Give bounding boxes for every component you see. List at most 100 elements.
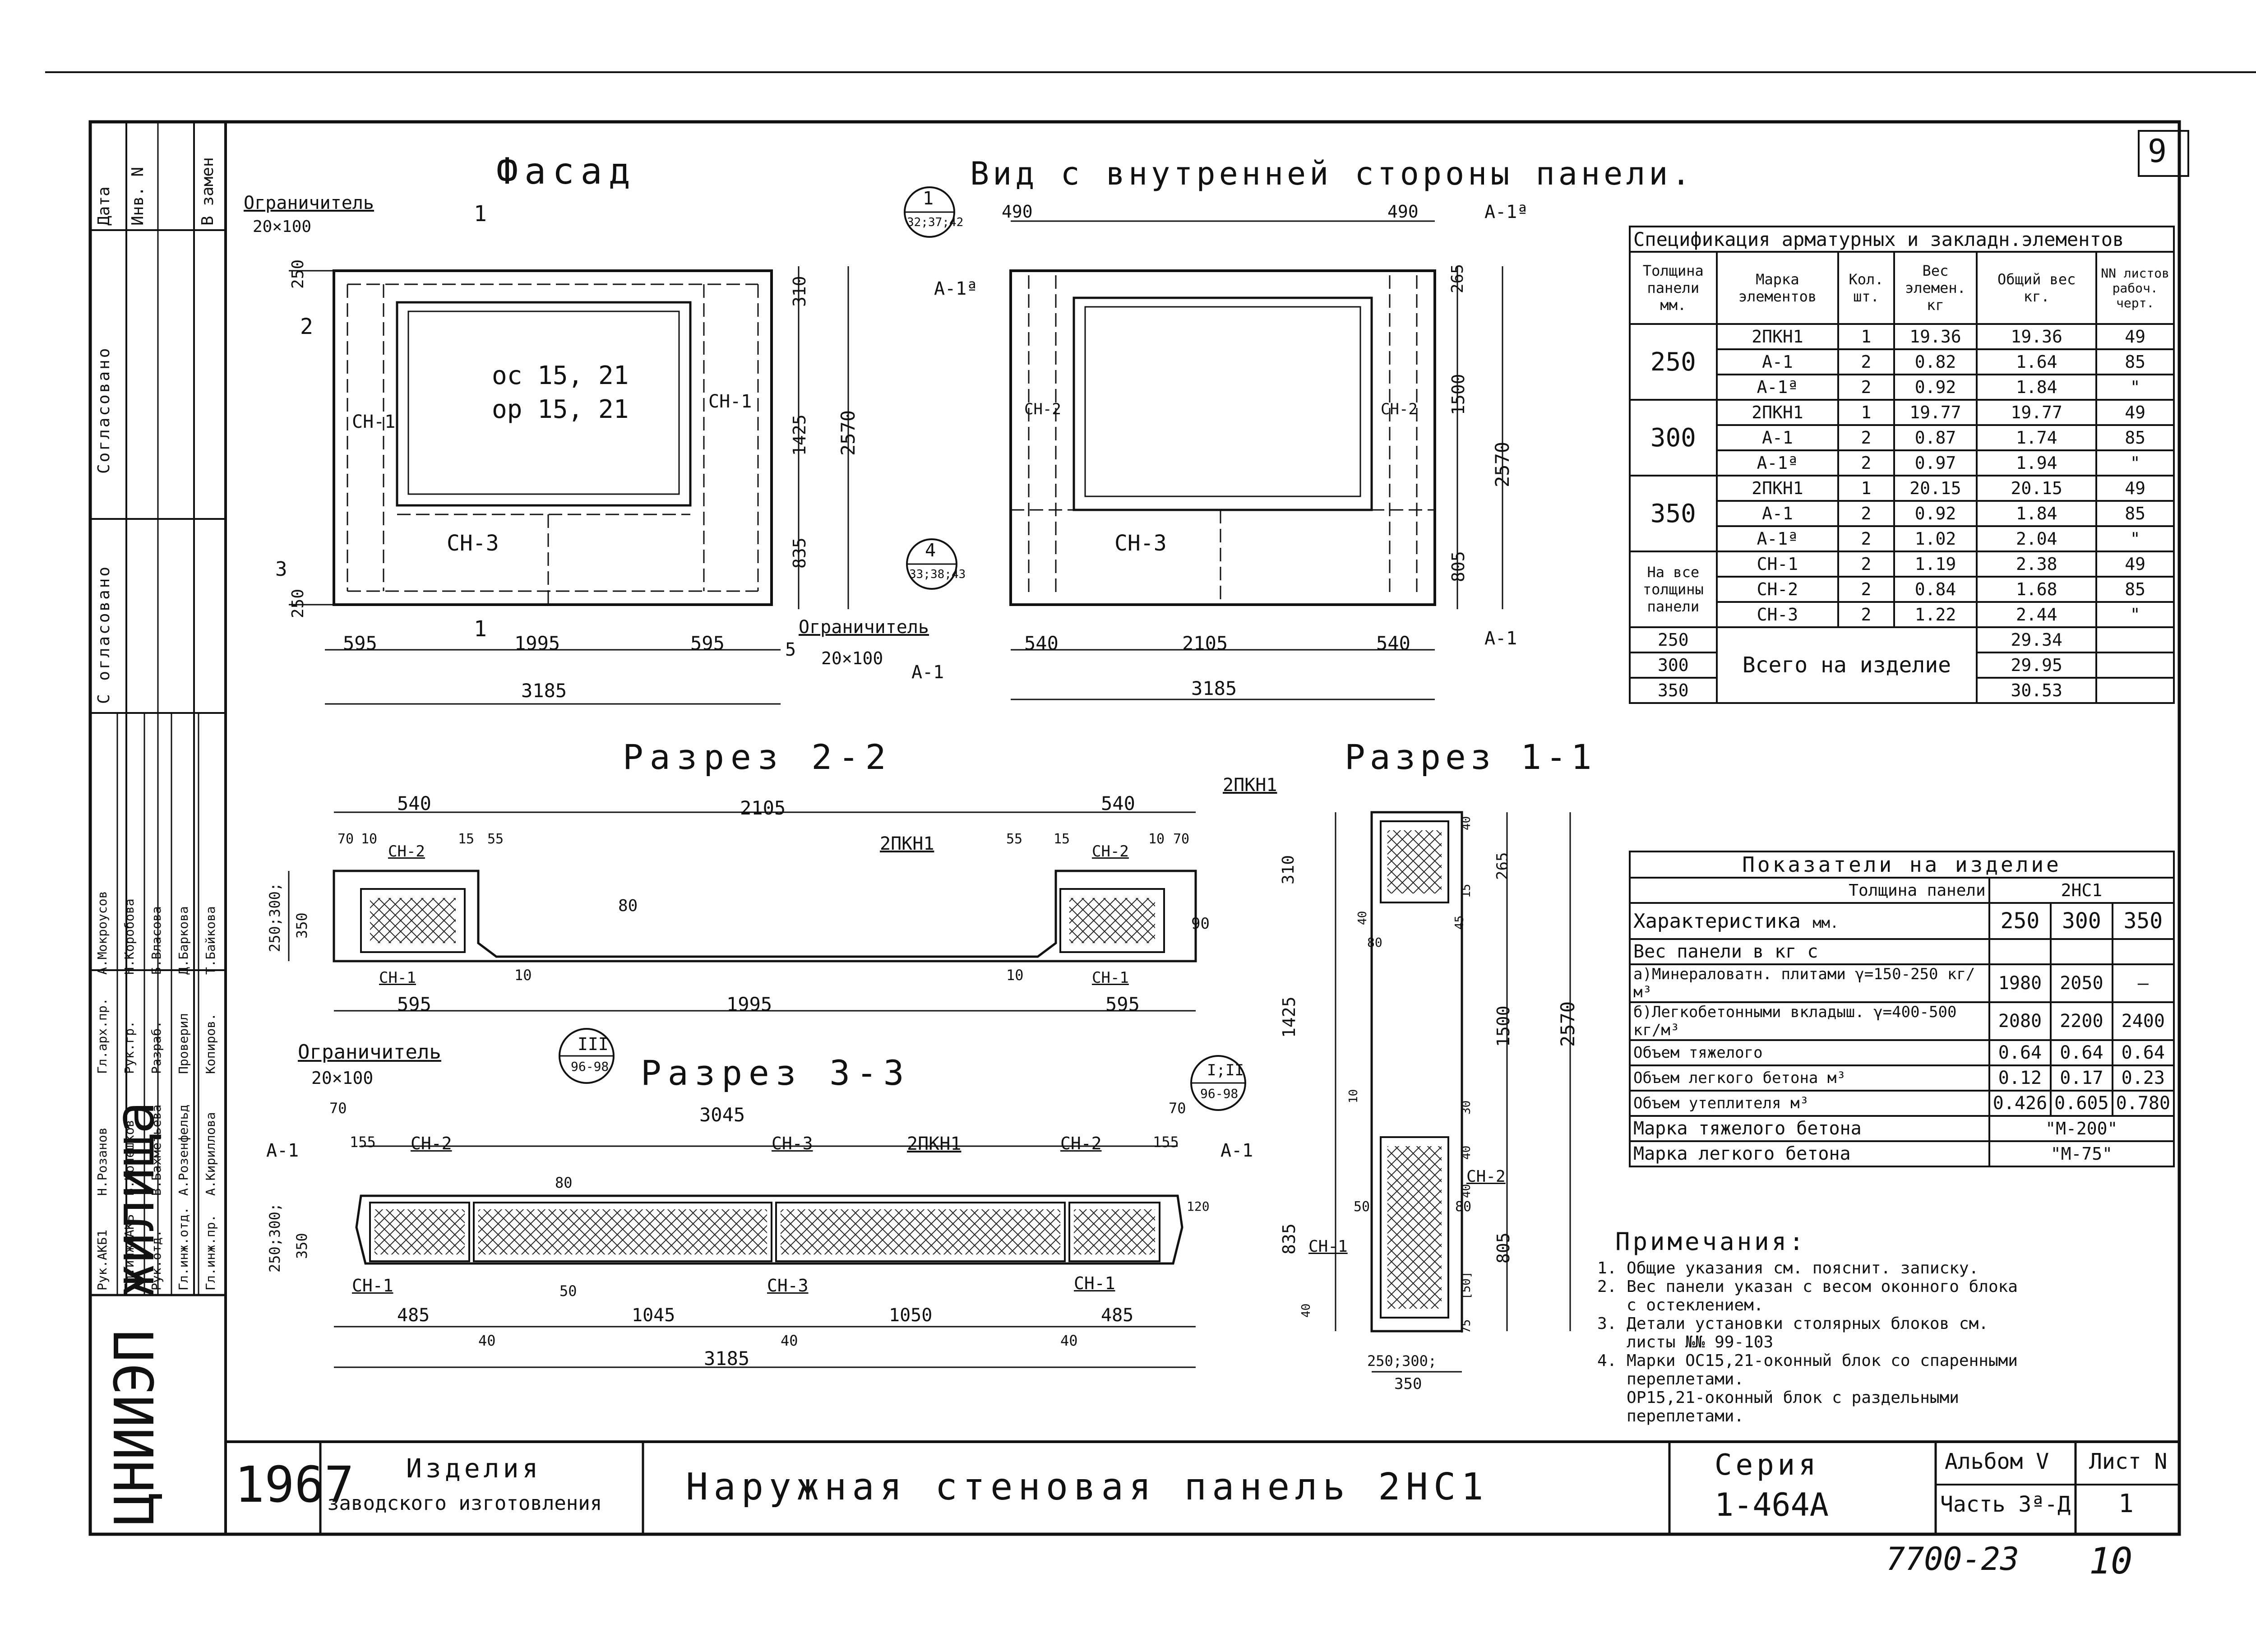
inner-dim-3: 540	[1376, 632, 1410, 654]
spec-cell: 2.04	[1976, 525, 2098, 552]
s22-small-l4: 55	[487, 831, 504, 847]
spec-cell: 19.77	[1893, 399, 1978, 426]
spec-thickness: 300	[1629, 399, 1718, 477]
spec-cell: "	[2095, 374, 2175, 401]
spec-total-label: Всего на изделие	[1715, 626, 1978, 704]
spec-thickness: 250	[1629, 323, 1718, 401]
spec-cell: A-1ª	[1715, 525, 1840, 552]
facade-cn3: CH-3	[447, 531, 499, 556]
spec-total-350: 30.53	[1976, 677, 2098, 704]
title-product-2: заводского изготовления	[327, 1492, 602, 1515]
indicator-label: б)Легкобетонными вкладыш. γ=400-500 кг/м…	[1629, 1001, 1990, 1041]
inner-dim-r3: 805	[1448, 551, 1468, 582]
spec-cell: 2.38	[1976, 551, 2098, 578]
spec-cell: 20.15	[1893, 475, 1978, 502]
facade-mark-5: 5	[785, 639, 796, 660]
sheet-corner-number: 9	[2148, 133, 2167, 170]
s11-dim-r3: 805	[1493, 1232, 1513, 1263]
facade-dim-2: 1995	[514, 632, 560, 654]
stamp-names2-entry: Т.Байкова	[203, 906, 218, 975]
spec-cell: 0.87	[1893, 424, 1978, 451]
spec-cell: 1.74	[1976, 424, 2098, 451]
facade-limiter2-size: 20×100	[821, 648, 883, 668]
note-line: с остеклением.	[1597, 1296, 1764, 1314]
spec-cell: 1.84	[1976, 374, 2098, 401]
spec-cell: 2	[1837, 601, 1895, 628]
s11-callout-bottom: 96-98	[1200, 1086, 1239, 1101]
spec-cell: CH-3	[1715, 601, 1840, 628]
s33-cn2-right: CH-2	[1060, 1134, 1102, 1153]
s22-d10a: 10	[514, 967, 532, 984]
spec-cell: "	[2095, 601, 2175, 628]
facade-dim-1: 595	[343, 632, 377, 654]
stamp-inv: Инв. N	[129, 167, 147, 226]
spec-cell: 19.36	[1976, 323, 2098, 350]
inner-view-title: Вид с внутренней стороны панели.	[970, 155, 1694, 192]
inner-dim-r4: 2570	[1491, 441, 1513, 487]
inner-dim-2: 2105	[1182, 632, 1228, 654]
s11-dim-r4: 2570	[1557, 1001, 1579, 1047]
s33-total: 3185	[704, 1347, 750, 1370]
note-line: 3. Детали установки столярных блоков см.	[1597, 1314, 1988, 1333]
spec-cell: A-1	[1715, 424, 1840, 451]
indicators-table: Показатели на изделие Толщина панели 2НС…	[1629, 851, 2175, 1167]
window-mark-2: ор 15, 21	[492, 395, 629, 424]
s33-dim-b1: 485	[397, 1305, 430, 1326]
section-1-1-title: Разрез 1-1	[1345, 737, 1596, 777]
s11-callout-top: I;II	[1207, 1061, 1244, 1079]
s22-dim-top-2: 2105	[740, 797, 786, 819]
indicators-col-300: 300	[2050, 902, 2113, 940]
facade-limiter-label: Ограничитель	[244, 193, 374, 213]
notes-title: Примечания:	[1615, 1227, 1807, 1256]
s22-callout-top: III	[578, 1034, 609, 1054]
s22-d90: 90	[1191, 915, 1210, 933]
page-number: 10	[2089, 1540, 2133, 1582]
facade-dim-r2: 1425	[790, 414, 809, 456]
spec-cell: 19.77	[1976, 399, 2098, 426]
inner-a1a-left: A-1ª	[934, 278, 978, 299]
indicator-value: —	[2111, 963, 2175, 1003]
note-line: ОР15,21-оконный блок с раздельными	[1597, 1388, 1959, 1407]
inner-total: 3185	[1191, 677, 1237, 699]
spec-cell: 1.68	[1976, 576, 2098, 603]
s33-d70b: 70	[1169, 1100, 1186, 1117]
spec-cell: 1.64	[1976, 348, 2098, 375]
org-name: ЦНИИЭП жилища	[104, 1101, 166, 1525]
facade-dim-l1: 250	[289, 259, 307, 289]
s22-small-l3: 15	[458, 831, 475, 847]
s33-dim-b4: 485	[1101, 1305, 1134, 1326]
s33-d40-2: 40	[781, 1332, 798, 1349]
spec-cell: 49	[2095, 551, 2175, 578]
s11-thick: 250;300;	[1367, 1352, 1437, 1370]
inner-dim-1: 540	[1024, 632, 1059, 654]
s11-small-11: 80	[1455, 1199, 1472, 1215]
facade-dim-r3: 835	[790, 537, 809, 569]
window-mark-1: ос 15, 21	[492, 361, 629, 390]
spec-cell: A-1	[1715, 500, 1840, 527]
note-line: 1. Общие указания см. пояснит. записку.	[1597, 1259, 1979, 1277]
inner-dim-top-1: 490	[1002, 202, 1033, 222]
stamp-roles-entry: Гл.инж.пр.	[203, 1214, 218, 1291]
indicators-mm-label: мм.	[1812, 914, 1839, 931]
facade-dim-l2: 250	[289, 588, 307, 618]
spec-cell: 0.92	[1893, 374, 1978, 401]
s33-d40-3: 40	[1060, 1332, 1078, 1349]
title-sheet-label: Лист N	[2089, 1449, 2168, 1474]
inner-a1-left: A-1	[911, 662, 944, 683]
s22-limiter-size: 20×100	[311, 1068, 374, 1088]
spec-total-thickness-250: 250	[1629, 626, 1718, 653]
spec-cell: 2	[1837, 500, 1895, 527]
facade-limiter-size: 20×100	[253, 217, 312, 236]
s11-small-1: 40	[1460, 816, 1473, 830]
s11-dim-l3: 835	[1279, 1223, 1299, 1254]
s22-small-l1: 70	[337, 831, 354, 847]
title-series: 1-464А	[1715, 1486, 1829, 1523]
spec-header-qty: Кол. шт.	[1837, 251, 1895, 325]
stamp-roles-entry: Гл.инж.отд.	[176, 1207, 191, 1291]
s33-cn3-bottom: CH-3	[767, 1276, 809, 1296]
title-year: 1967	[235, 1456, 354, 1513]
s33-cn3-top: CH-3	[772, 1134, 813, 1153]
spec-cell: A-1	[1715, 348, 1840, 375]
